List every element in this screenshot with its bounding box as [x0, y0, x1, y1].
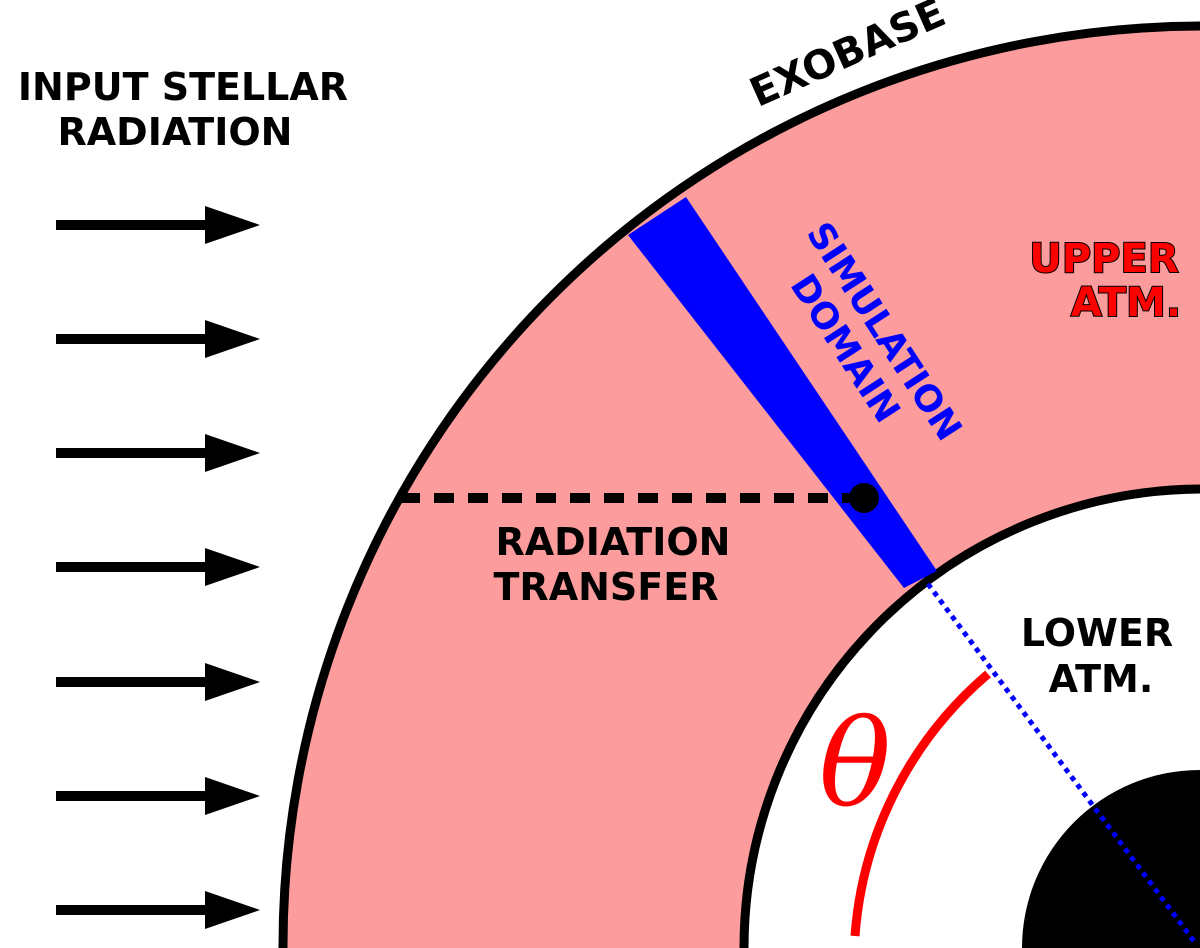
stellar-radiation-arrows [56, 206, 260, 929]
arrow-icon [56, 663, 260, 701]
theta-arc [850, 670, 991, 937]
lower-atmosphere-label-line2: ATM. [1049, 657, 1154, 701]
exobase-boundary [278, 21, 1200, 948]
arrow-icon [56, 434, 260, 472]
lower-atmosphere-boundary [739, 484, 1200, 948]
arrow-icon [56, 206, 260, 244]
arrow-icon [56, 891, 260, 929]
radiation-transfer-label-line2: TRANSFER [494, 565, 719, 609]
arrow-icon [56, 548, 260, 586]
upper-atmosphere-shell [282, 26, 1200, 948]
radiation-transfer-label-line1: RADIATION [496, 520, 731, 564]
lower-atmosphere-label-line1: LOWER [1021, 611, 1173, 655]
theta-symbol: θ [819, 695, 891, 834]
radial-dotted-line [925, 582, 1199, 946]
radiation-transfer-point [849, 483, 879, 513]
input-radiation-label-line2: RADIATION [58, 110, 293, 154]
arrow-icon [56, 777, 260, 815]
upper-atmosphere-label-line2: ATM. [1071, 280, 1181, 326]
planet-core [1022, 770, 1200, 948]
arrow-icon [56, 320, 260, 358]
upper-atmosphere-label-line1: UPPER [1029, 236, 1178, 282]
input-radiation-label-line1: INPUT STELLAR [18, 65, 348, 109]
